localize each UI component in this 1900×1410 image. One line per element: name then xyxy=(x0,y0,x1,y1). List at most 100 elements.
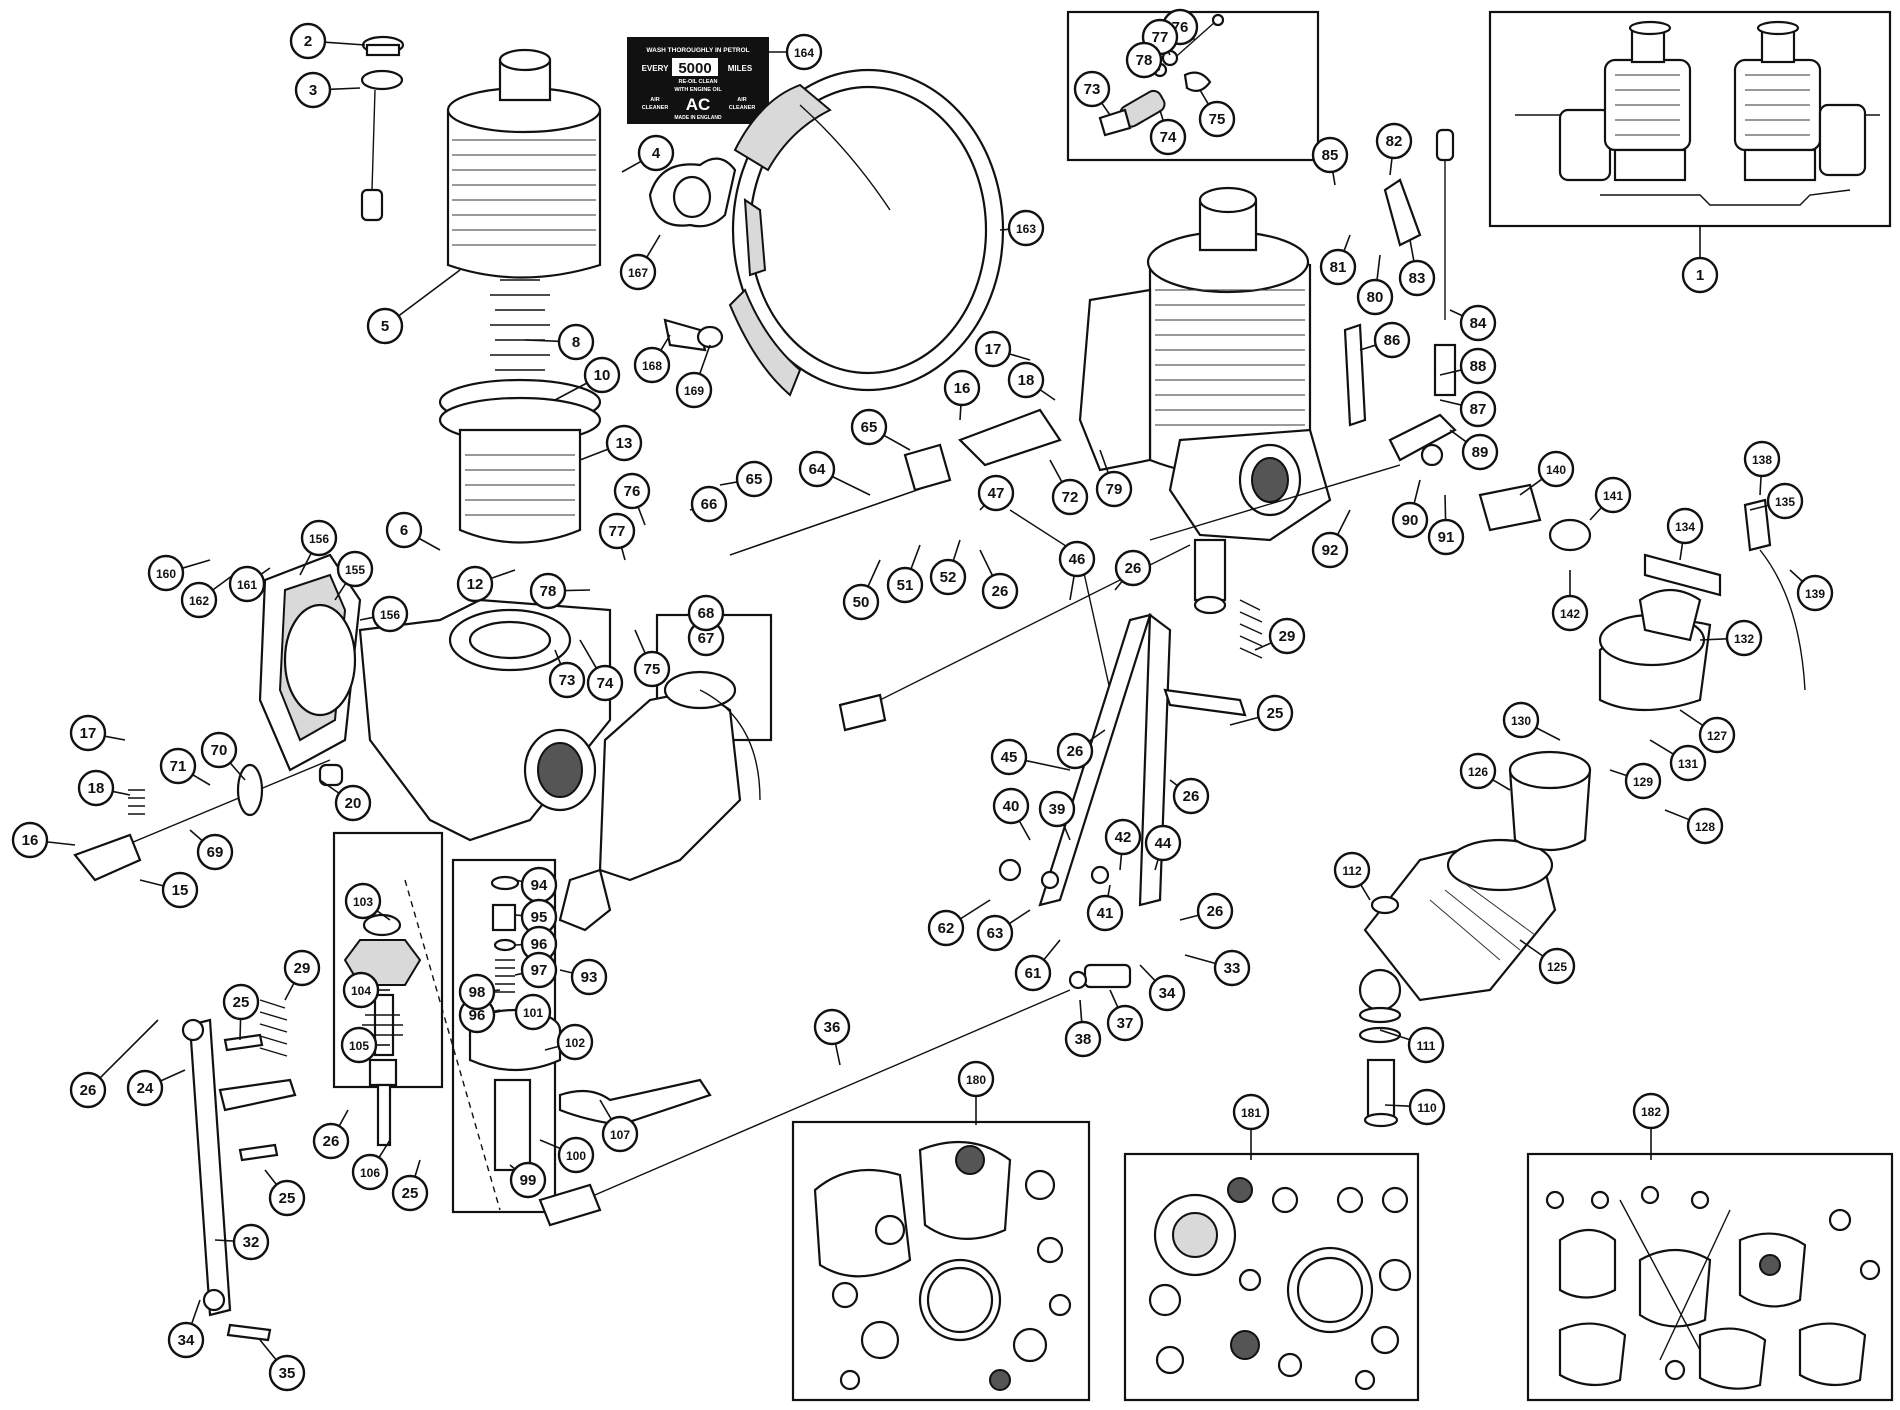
callout-36: 36 xyxy=(813,1008,851,1046)
callout-leader-78 xyxy=(564,589,591,592)
callout-number: 25 xyxy=(402,1185,419,1202)
carburettor-body-left xyxy=(258,553,761,932)
callout-leader-155 xyxy=(334,582,347,601)
callout-51: 51 xyxy=(886,566,924,604)
callout-leader-75 xyxy=(634,629,646,654)
callout-circle xyxy=(1014,954,1052,992)
callout-leader-102 xyxy=(544,1045,559,1051)
callout-1: 1 xyxy=(1681,256,1719,294)
callout-leader-26 xyxy=(338,1109,349,1127)
callout-leader-86 xyxy=(1359,344,1377,351)
callout-leader-4 xyxy=(621,160,642,173)
callout-leader-64 xyxy=(831,475,871,496)
callout-number: 37 xyxy=(1117,1015,1134,1032)
callout-leader-24 xyxy=(160,1069,186,1082)
callout-number: 13 xyxy=(616,435,633,452)
callout-leader-135 xyxy=(1749,504,1769,511)
callout-number: 100 xyxy=(566,1149,586,1163)
callout-25: 25 xyxy=(391,1174,429,1212)
callout-circle xyxy=(1459,390,1497,428)
carburettor-body-right xyxy=(1078,186,1332,615)
callout-circle xyxy=(1198,100,1236,138)
callout-42: 42 xyxy=(1104,818,1142,856)
callout-39: 39 xyxy=(1038,790,1076,828)
callout-circle xyxy=(11,821,49,859)
callout-leader-73 xyxy=(1101,102,1111,116)
callout-134: 134 xyxy=(1666,507,1704,545)
callout-circle xyxy=(929,558,967,596)
callout-number: 65 xyxy=(746,471,763,488)
callout-79: 79 xyxy=(1095,470,1133,508)
callout-63: 63 xyxy=(976,914,1014,952)
callout-leader-97 xyxy=(514,972,523,976)
callout-76: 76 xyxy=(613,472,651,510)
callout-29: 29 xyxy=(1268,617,1306,655)
callout-circle xyxy=(1725,619,1763,657)
callout-44: 44 xyxy=(1144,824,1182,862)
explode-dashed-line xyxy=(404,879,501,1211)
callout-circle xyxy=(1095,470,1133,508)
callout-number: 36 xyxy=(824,1019,841,1036)
callout-156: 156 xyxy=(371,595,409,633)
callout-12: 12 xyxy=(456,565,494,603)
inset-frame-gasket-kit-182 xyxy=(1526,1152,1894,1402)
callout-102: 102 xyxy=(556,1023,594,1061)
callout-92: 92 xyxy=(1311,531,1349,569)
callout-100: 100 xyxy=(557,1136,595,1174)
callout-number: 34 xyxy=(178,1332,195,1349)
callout-99: 99 xyxy=(509,1161,547,1199)
callout-leader-167 xyxy=(646,234,661,258)
callout-18: 18 xyxy=(1007,361,1045,399)
callout-number: 156 xyxy=(380,608,400,622)
callout-68: 68 xyxy=(687,594,725,632)
callout-107: 107 xyxy=(601,1115,639,1153)
callout-leader-130 xyxy=(1535,727,1561,741)
callout-number: 74 xyxy=(597,675,614,692)
callout-circle xyxy=(633,346,671,384)
callout-leader-35 xyxy=(259,1339,277,1361)
callout-72: 72 xyxy=(1051,478,1089,516)
gasket-kit-182-illustration xyxy=(1545,1185,1881,1390)
callout-leader-85 xyxy=(1332,171,1336,186)
callout-circle xyxy=(1086,894,1124,932)
callout-leader-161 xyxy=(260,567,271,575)
callout-4: 4 xyxy=(637,134,675,172)
callout-84: 84 xyxy=(1459,304,1497,342)
callout-leader-88 xyxy=(1439,369,1462,376)
callout-17: 17 xyxy=(69,714,107,752)
inset-frame-twin-carbs xyxy=(1488,10,1892,228)
callout-62: 62 xyxy=(927,909,965,947)
callout-number: 16 xyxy=(954,380,971,397)
callout-leader-65 xyxy=(883,434,911,451)
air-cleaner-assembly xyxy=(648,68,1005,397)
plate-every: EVERY xyxy=(642,64,669,73)
plate-line-4: WITH ENGINE OIL xyxy=(674,87,722,93)
callout-circle xyxy=(366,307,404,345)
callout-leader-126 xyxy=(1492,778,1511,791)
callout-leader-131 xyxy=(1649,739,1674,755)
callout-97: 97 xyxy=(520,951,558,989)
callout-circle xyxy=(1232,1093,1270,1131)
callout-number: 163 xyxy=(1016,222,1036,236)
inset-frame-gasket-kit-181 xyxy=(1123,1152,1420,1402)
callout-circle xyxy=(1104,818,1142,856)
callout-number: 181 xyxy=(1241,1106,1261,1120)
callout-number: 91 xyxy=(1438,529,1455,546)
callout-73: 73 xyxy=(1073,70,1111,108)
callout-circle xyxy=(974,330,1012,368)
callout-leader-32 xyxy=(214,1239,235,1242)
callout-number: 67 xyxy=(698,630,715,647)
callout-15: 15 xyxy=(161,871,199,909)
callout-circle xyxy=(312,1122,350,1160)
callout-leader-51 xyxy=(910,544,921,570)
callout-circle xyxy=(690,485,728,523)
callout-number: 127 xyxy=(1707,729,1727,743)
callout-number: 46 xyxy=(1069,551,1086,568)
callout-71: 71 xyxy=(159,747,197,785)
callout-circle xyxy=(342,971,380,1009)
callout-number: 18 xyxy=(88,780,105,797)
callout-61: 61 xyxy=(1014,954,1052,992)
callout-number: 25 xyxy=(233,994,250,1011)
callout-circle xyxy=(842,583,880,621)
callout-leader-138 xyxy=(1759,475,1762,496)
